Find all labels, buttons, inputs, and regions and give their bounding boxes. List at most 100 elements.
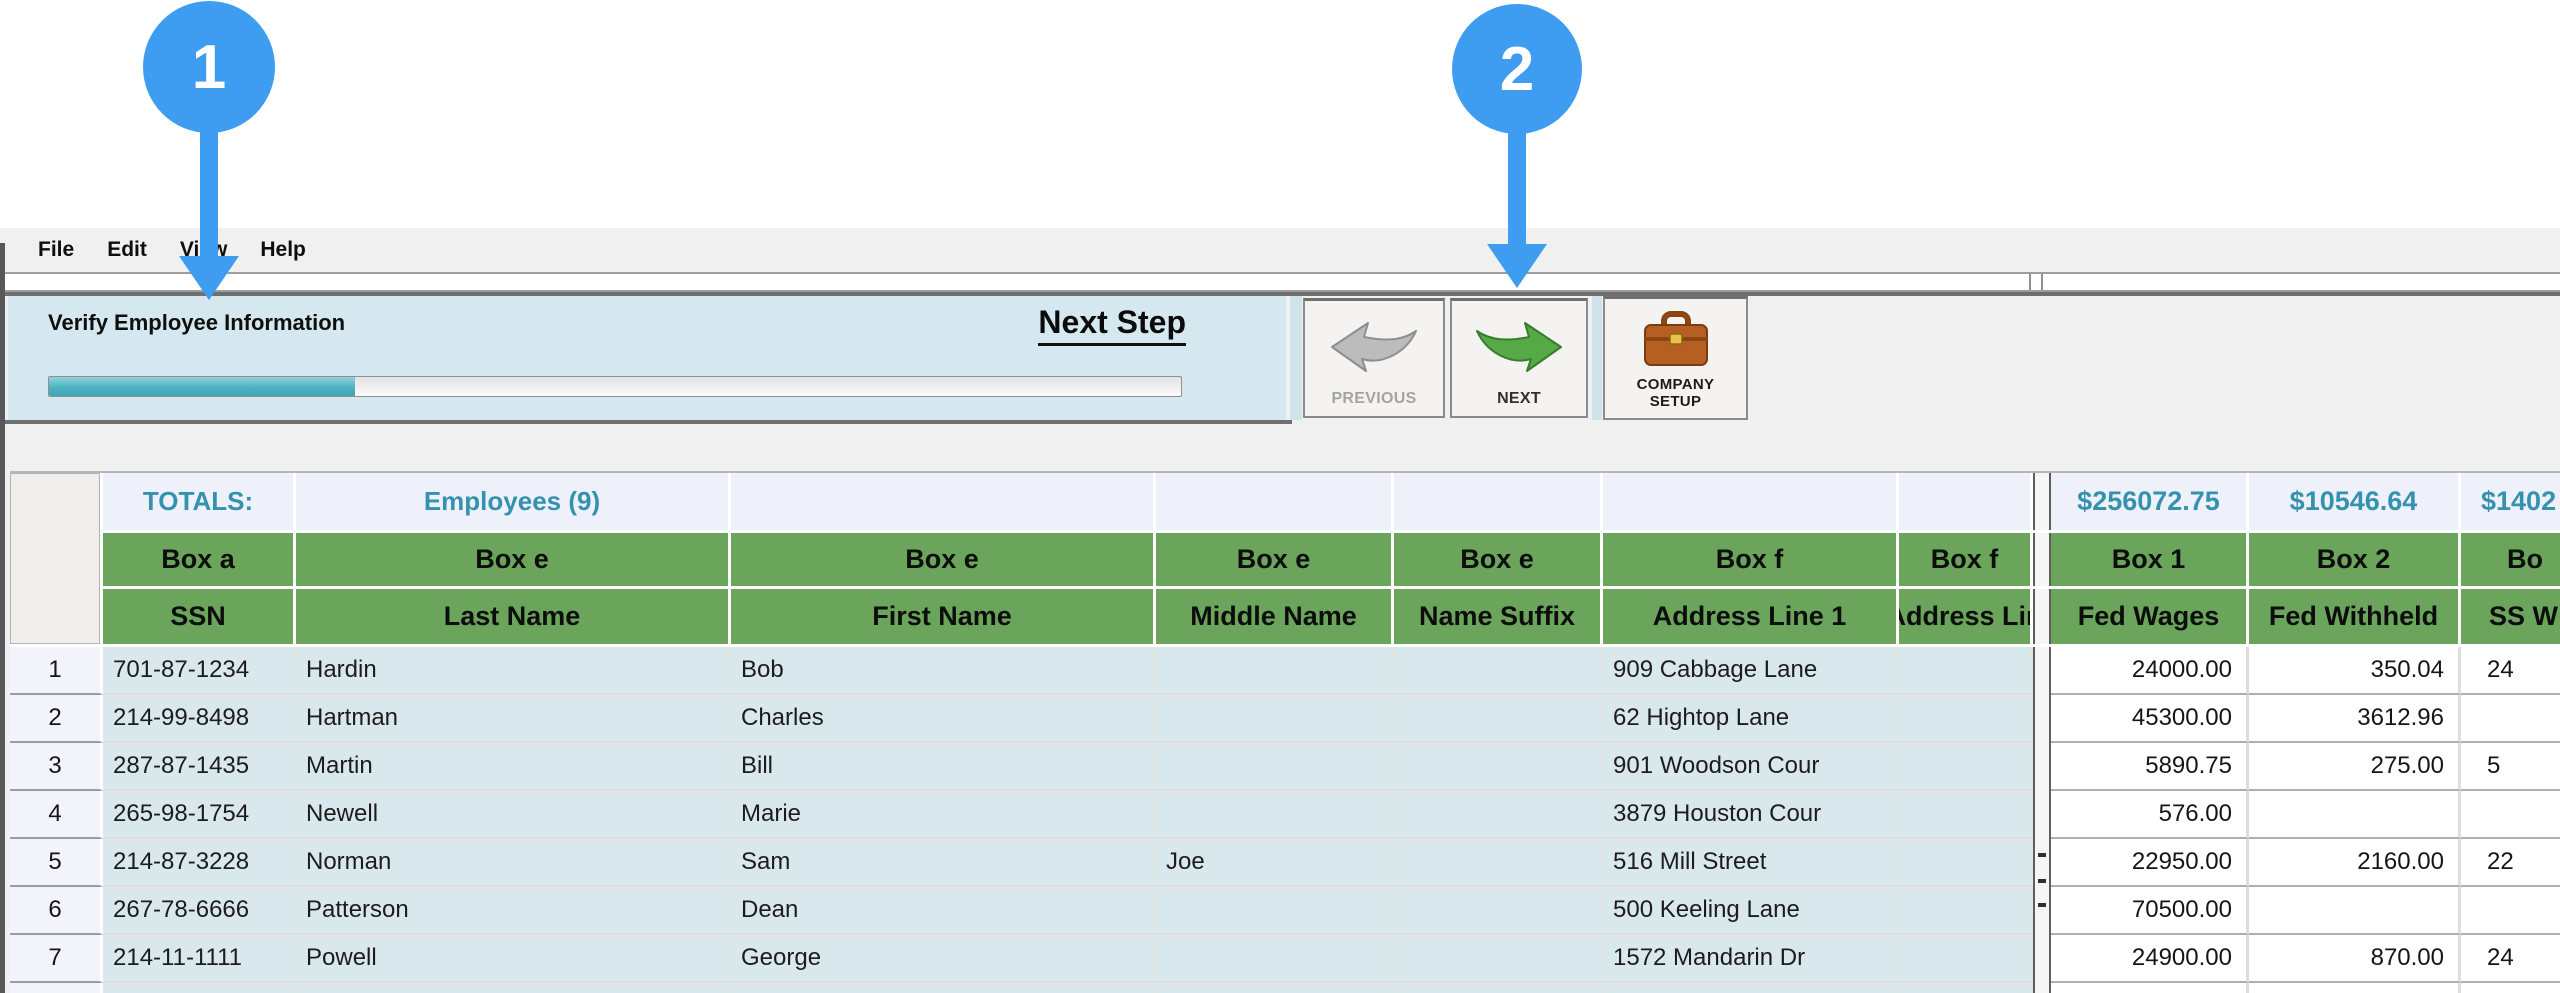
next-button[interactable]: NEXT [1450, 298, 1588, 418]
cell-last[interactable]: Newell [296, 791, 731, 839]
menu-edit[interactable]: Edit [107, 238, 147, 261]
cell-last[interactable]: Hardin [296, 647, 731, 695]
pane-splitter[interactable] [2033, 589, 2051, 644]
cell-first[interactable]: Bill [731, 743, 1156, 791]
cell-fed_wages[interactable]: 576.00 [2051, 791, 2249, 839]
cell-fed_withheld[interactable] [2249, 887, 2461, 935]
cell-middle[interactable] [1156, 695, 1394, 743]
cell-fed_wages[interactable]: 70500.00 [2051, 887, 2249, 935]
cell-first[interactable]: Dean [731, 887, 1156, 935]
cell-fed_wages[interactable]: 24000.00 [2051, 647, 2249, 695]
splitter-handle[interactable] [2038, 879, 2046, 883]
cell-fed_wages[interactable]: 22950.00 [2051, 839, 2249, 887]
cell-addr2[interactable] [1899, 695, 2033, 743]
cell-first[interactable]: George [731, 935, 1156, 983]
cell-suffix[interactable] [1394, 887, 1603, 935]
cell-ss_wages[interactable] [2461, 983, 2560, 993]
cell-addr1[interactable]: 516 Mill Street [1603, 839, 1899, 887]
cell-addr1[interactable]: 909 Cabbage Lane [1603, 647, 1899, 695]
cell-addr1[interactable]: 3879 Houston Cour [1603, 791, 1899, 839]
row-number[interactable]: 6 [10, 887, 103, 935]
cell-addr2[interactable] [1899, 839, 2033, 887]
cell-last[interactable]: Martin [296, 743, 731, 791]
pane-splitter[interactable] [2033, 533, 2051, 586]
menu-help[interactable]: Help [260, 238, 306, 261]
row-number[interactable]: 4 [10, 791, 103, 839]
cell-ssn[interactable]: 214-99-8498 [103, 695, 296, 743]
pane-splitter[interactable] [2033, 791, 2051, 839]
row-number[interactable]: 1 [10, 647, 103, 695]
cell-middle[interactable] [1156, 887, 1394, 935]
cell-ss_wages[interactable]: 24 [2461, 935, 2560, 983]
cell-addr2[interactable] [1899, 743, 2033, 791]
row-number[interactable]: 2 [10, 695, 103, 743]
pane-splitter[interactable] [2033, 935, 2051, 983]
cell-fed_wages[interactable]: 24900.00 [2051, 935, 2249, 983]
pane-splitter[interactable] [2033, 983, 2051, 993]
cell-ss_wages[interactable] [2461, 695, 2560, 743]
cell-middle[interactable] [1156, 743, 1394, 791]
cell-first[interactable]: Marie [731, 791, 1156, 839]
row-number[interactable]: 3 [10, 743, 103, 791]
cell-fed_withheld[interactable] [2249, 983, 2461, 993]
cell-addr2[interactable] [1899, 983, 2033, 993]
row-number[interactable]: 5 [10, 839, 103, 887]
cell-middle[interactable]: Joe [1156, 839, 1394, 887]
cell-fed_wages[interactable] [2051, 983, 2249, 993]
company-setup-button[interactable]: COMPANY SETUP [1603, 296, 1748, 420]
pane-splitter[interactable] [2033, 887, 2051, 935]
cell-ssn[interactable]: 214-11-1111 [103, 935, 296, 983]
cell-suffix[interactable] [1394, 935, 1603, 983]
cell-ss_wages[interactable]: 5 [2461, 743, 2560, 791]
cell-ssn[interactable]: 701-87-1234 [103, 647, 296, 695]
cell-fed_withheld[interactable]: 275.00 [2249, 743, 2461, 791]
cell-addr1[interactable]: 1572 Mandarin Dr [1603, 935, 1899, 983]
cell-addr1[interactable] [1603, 983, 1899, 993]
cell-ssn[interactable]: 287-87-1435 [103, 743, 296, 791]
cell-addr2[interactable] [1899, 887, 2033, 935]
pane-splitter[interactable] [2033, 839, 2051, 887]
cell-addr1[interactable]: 500 Keeling Lane [1603, 887, 1899, 935]
cell-middle[interactable] [1156, 935, 1394, 983]
cell-last[interactable]: Powell [296, 935, 731, 983]
cell-suffix[interactable] [1394, 839, 1603, 887]
cell-middle[interactable] [1156, 983, 1394, 993]
splitter-handle[interactable] [2038, 903, 2046, 907]
cell-fed_withheld[interactable]: 350.04 [2249, 647, 2461, 695]
cell-first[interactable]: Sam [731, 839, 1156, 887]
cell-first[interactable] [731, 983, 1156, 993]
cell-ss_wages[interactable] [2461, 791, 2560, 839]
pane-splitter[interactable] [2033, 695, 2051, 743]
cell-ssn[interactable]: 214-87-3228 [103, 839, 296, 887]
cell-last[interactable]: Hartman [296, 695, 731, 743]
cell-ss_wages[interactable]: 22 [2461, 839, 2560, 887]
row-number[interactable]: 7 [10, 935, 103, 983]
cell-last[interactable]: Norman [296, 839, 731, 887]
cell-middle[interactable] [1156, 647, 1394, 695]
cell-ssn[interactable]: 267-78-6666 [103, 887, 296, 935]
cell-first[interactable]: Bob [731, 647, 1156, 695]
cell-addr2[interactable] [1899, 791, 2033, 839]
cell-addr2[interactable] [1899, 935, 2033, 983]
cell-fed_withheld[interactable] [2249, 791, 2461, 839]
menu-file[interactable]: File [38, 238, 75, 261]
cell-fed_withheld[interactable]: 3612.96 [2249, 695, 2461, 743]
cell-suffix[interactable] [1394, 647, 1603, 695]
cell-middle[interactable] [1156, 791, 1394, 839]
cell-suffix[interactable] [1394, 743, 1603, 791]
cell-addr2[interactable] [1899, 647, 2033, 695]
cell-ss_wages[interactable] [2461, 887, 2560, 935]
cell-suffix[interactable] [1394, 791, 1603, 839]
previous-button[interactable]: PREVIOUS [1303, 298, 1445, 418]
cell-last[interactable] [296, 983, 731, 993]
cell-addr1[interactable]: 62 Hightop Lane [1603, 695, 1899, 743]
cell-first[interactable]: Charles [731, 695, 1156, 743]
cell-ssn[interactable] [103, 983, 296, 993]
cell-addr1[interactable]: 901 Woodson Cour [1603, 743, 1899, 791]
cell-suffix[interactable] [1394, 695, 1603, 743]
cell-fed_withheld[interactable]: 870.00 [2249, 935, 2461, 983]
row-number[interactable] [10, 983, 103, 993]
cell-suffix[interactable] [1394, 983, 1603, 993]
pane-splitter[interactable] [2033, 743, 2051, 791]
cell-fed_wages[interactable]: 5890.75 [2051, 743, 2249, 791]
